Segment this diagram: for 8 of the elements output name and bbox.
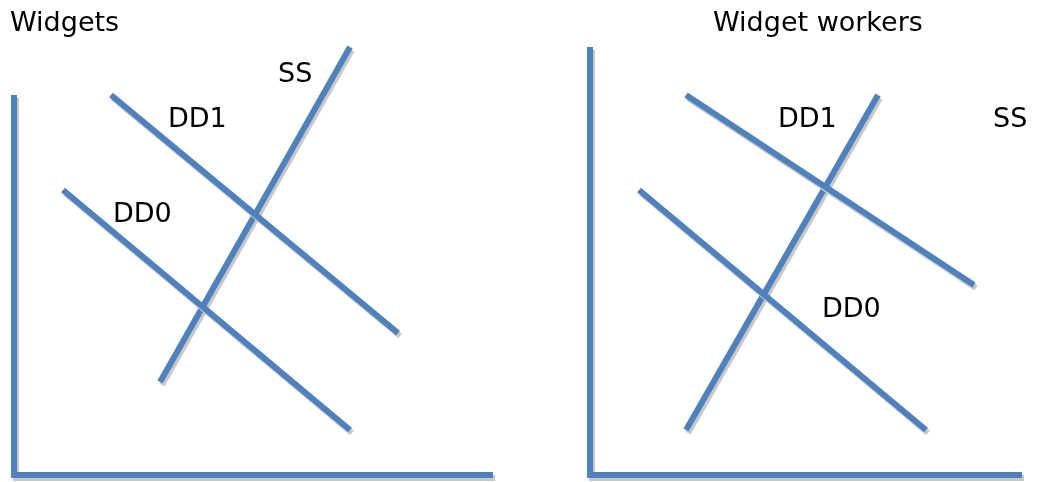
curve-label: DD1: [778, 103, 837, 133]
curve-label: DD1: [168, 103, 227, 133]
curve-label: SS: [278, 58, 313, 88]
curve-label: DD0: [113, 198, 172, 228]
panel-title: Widget workers: [713, 7, 923, 37]
panel-title: Widgets: [10, 7, 120, 37]
curve-label: DD0: [822, 293, 881, 323]
curve-label: SS: [993, 103, 1028, 133]
